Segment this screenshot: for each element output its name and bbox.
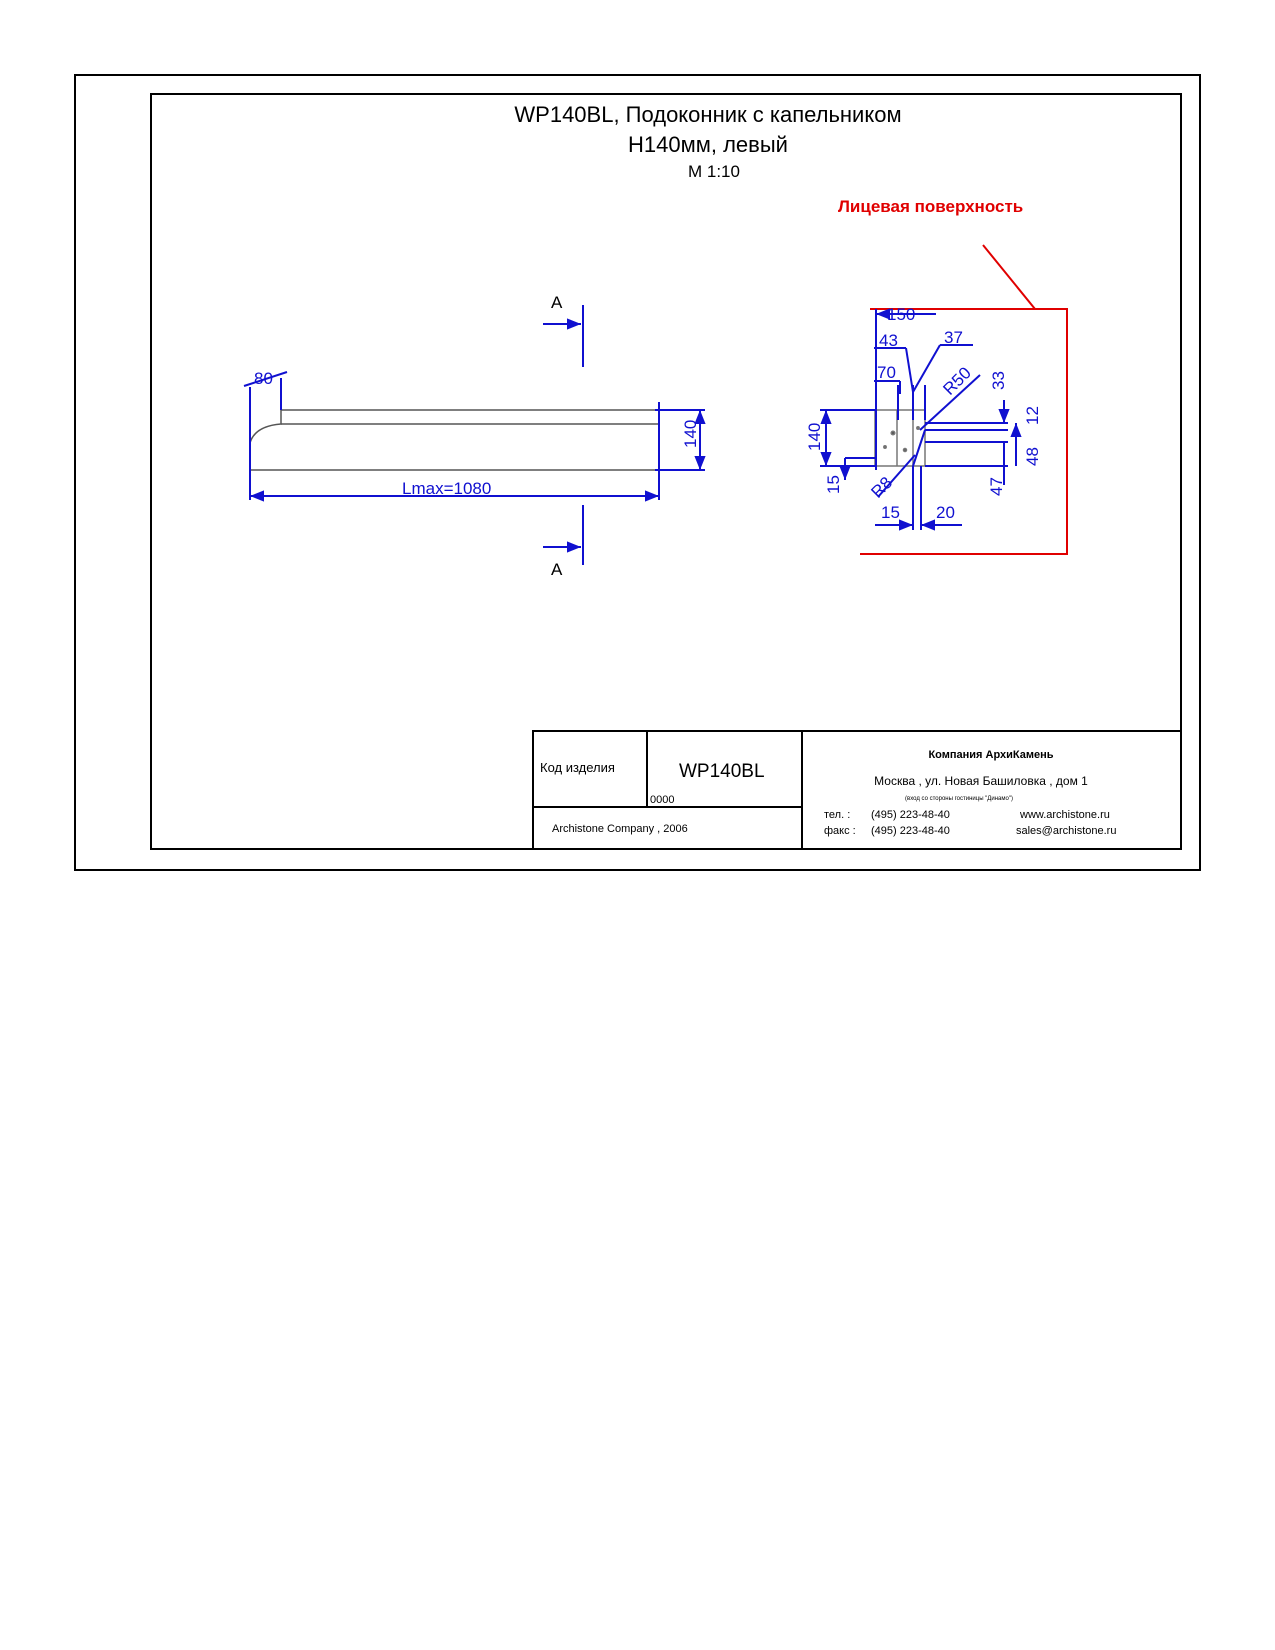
dim-48: 48 bbox=[1023, 447, 1042, 466]
profile-body bbox=[874, 409, 926, 467]
title-line-2: Н140мм, левый bbox=[628, 132, 788, 157]
dim-47: 47 bbox=[987, 477, 1006, 496]
product-code-label: Код изделия bbox=[540, 760, 615, 775]
section-mark-bottom: A bbox=[551, 560, 563, 579]
dim-37: 37 bbox=[944, 328, 963, 347]
dim-r50: R50 bbox=[939, 363, 974, 398]
dim-80: 80 bbox=[254, 369, 273, 388]
product-code-number: 0000 bbox=[650, 794, 674, 806]
dim-15-bottom: 15 bbox=[881, 503, 900, 522]
dim-43: 43 bbox=[879, 331, 898, 350]
dim-15-left: 15 bbox=[824, 475, 843, 494]
fax-label: факс : bbox=[824, 825, 856, 837]
tel-label: тел. : bbox=[824, 809, 850, 821]
website-link[interactable]: www.archistone.ru bbox=[1019, 809, 1110, 821]
elevation-view bbox=[249, 409, 660, 471]
section-dimensions bbox=[820, 308, 1022, 531]
dim-r8: R8 bbox=[867, 473, 896, 502]
face-surface-outline bbox=[860, 244, 1068, 555]
title-block-grid bbox=[532, 730, 1182, 850]
inner-frame bbox=[150, 93, 1182, 850]
title-line-1: WP140BL, Подоконник с капельником bbox=[514, 102, 901, 127]
dim-33: 33 bbox=[989, 371, 1008, 390]
email-link[interactable]: sales@archistone.ru bbox=[1016, 825, 1116, 837]
dim-140-section: 140 bbox=[805, 423, 824, 451]
product-code-value: WP140BL bbox=[679, 761, 765, 782]
fax-value: (495) 223-48-40 bbox=[871, 825, 950, 837]
dim-12: 12 bbox=[1023, 406, 1042, 425]
face-surface-label: Лицевая поверхность bbox=[838, 197, 1023, 216]
dim-150: 150 bbox=[887, 305, 915, 324]
dim-20: 20 bbox=[936, 503, 955, 522]
outer-frame bbox=[74, 74, 1201, 871]
dim-length: Lmax=1080 bbox=[402, 479, 491, 498]
scale-label: М 1:10 bbox=[688, 162, 740, 181]
sill-outline bbox=[249, 409, 660, 471]
copyright-text: Archistone Company , 2006 bbox=[552, 823, 688, 835]
dim-height: 140 bbox=[681, 420, 700, 448]
section-cut-marks bbox=[543, 305, 584, 565]
company-address-note: (вход со стороны гостиницы "Динамо") bbox=[905, 796, 1013, 802]
company-name: Компания АрхиКамень bbox=[928, 749, 1053, 761]
dim-70: 70 bbox=[877, 363, 896, 382]
elevation-dimensions bbox=[243, 371, 706, 502]
section-mark-top: A bbox=[551, 293, 563, 312]
tel-value: (495) 223-48-40 bbox=[871, 809, 950, 821]
company-address: Москва , ул. Новая Башиловка , дом 1 bbox=[874, 774, 1088, 788]
